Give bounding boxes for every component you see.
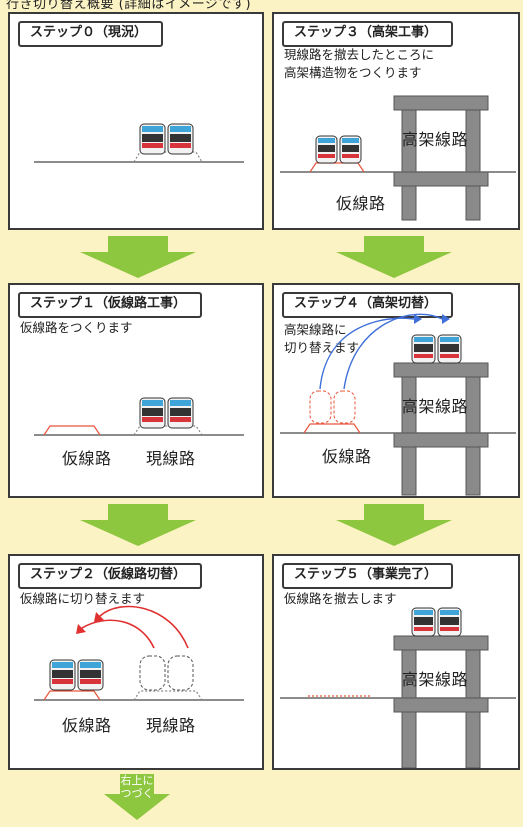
step-5-description: 仮線路を撤去します — [284, 591, 397, 606]
train-icon — [49, 659, 104, 691]
step-2-title: ステップ２（仮線路切替） — [18, 563, 203, 589]
step-5-elevated-track-label: 高架線路 — [402, 670, 469, 689]
train-icon — [139, 123, 194, 155]
step-2-description: 仮線路に切り替えます — [20, 591, 146, 606]
step-3-description-line-2: 高架構造物をつくります — [284, 65, 422, 80]
train-icon — [315, 135, 362, 164]
train-icon — [139, 397, 194, 429]
train-icon — [411, 334, 462, 364]
step-1-current-track-label: 現線路 — [146, 449, 196, 468]
step-3-temp-track-label: 仮線路 — [336, 194, 386, 213]
continue-arrow-icon — [104, 774, 170, 820]
step-2-scene — [34, 605, 244, 701]
step-5-title: ステップ５（事業完了） — [282, 563, 454, 589]
step-3-panel: ステップ３（高架工事） 現線路を撤去したところに 高架構造物をつくります — [272, 12, 520, 230]
step-3-elevated-track-label: 高架線路 — [402, 130, 469, 149]
step-0-scene — [34, 123, 244, 163]
elevated-pier-icon — [393, 362, 489, 496]
step-4-scene — [280, 313, 516, 496]
step-4-title: ステップ４（高架切替） — [282, 292, 454, 318]
down-arrow-icon — [80, 236, 196, 278]
down-arrow-icon — [336, 236, 452, 278]
continue-text-line-2: つづく — [120, 787, 154, 800]
step-5-scene — [280, 607, 516, 768]
step-2-current-track-label: 現線路 — [146, 716, 196, 735]
step-0-panel: ステップ０（現況） — [8, 12, 264, 230]
step-5-panel: ステップ５（事業完了） 仮線路を撤去します 高架線路 — [272, 554, 520, 770]
step-1-description: 仮線路をつくります — [20, 320, 133, 335]
step-4-elevated-track-label: 高架線路 — [402, 397, 469, 416]
step-1-panel: ステップ１（仮線路工事） 仮線路をつくります 仮線路 現線路 — [8, 283, 264, 498]
step-0-title: ステップ０（現況） — [18, 21, 164, 47]
step-1-title: ステップ１（仮線路工事） — [18, 292, 203, 318]
step-3-title: ステップ３（高架工事） — [282, 21, 454, 47]
step-3-description-line-1: 現線路を撤去したところに — [284, 47, 435, 62]
step-4-description-line-2: 切り替えます — [284, 340, 360, 355]
down-arrow-icon — [80, 504, 196, 546]
step-1-scene — [34, 397, 244, 436]
step-3-scene — [280, 95, 516, 221]
step-1-temp-track-label: 仮線路 — [62, 449, 112, 468]
train-icon — [411, 607, 462, 637]
step-4-panel: ステップ４（高架切替） 高架線路に 切り替えます — [272, 283, 520, 498]
step-4-temp-track-label: 仮線路 — [322, 447, 372, 466]
down-arrow-icon — [336, 504, 452, 546]
continue-text-line-1: 右上に — [120, 774, 154, 787]
step-2-temp-track-label: 仮線路 — [62, 716, 112, 735]
top-caption: 行き切り替え概要 (詳細はイメージです) — [6, 0, 252, 12]
elevated-pier-icon — [393, 635, 489, 768]
elevated-pier-icon — [393, 95, 489, 221]
step-2-panel: ステップ２（仮線路切替） 仮線路に切り替えます — [8, 554, 264, 770]
step-4-description-line-1: 高架線路に — [284, 322, 347, 337]
